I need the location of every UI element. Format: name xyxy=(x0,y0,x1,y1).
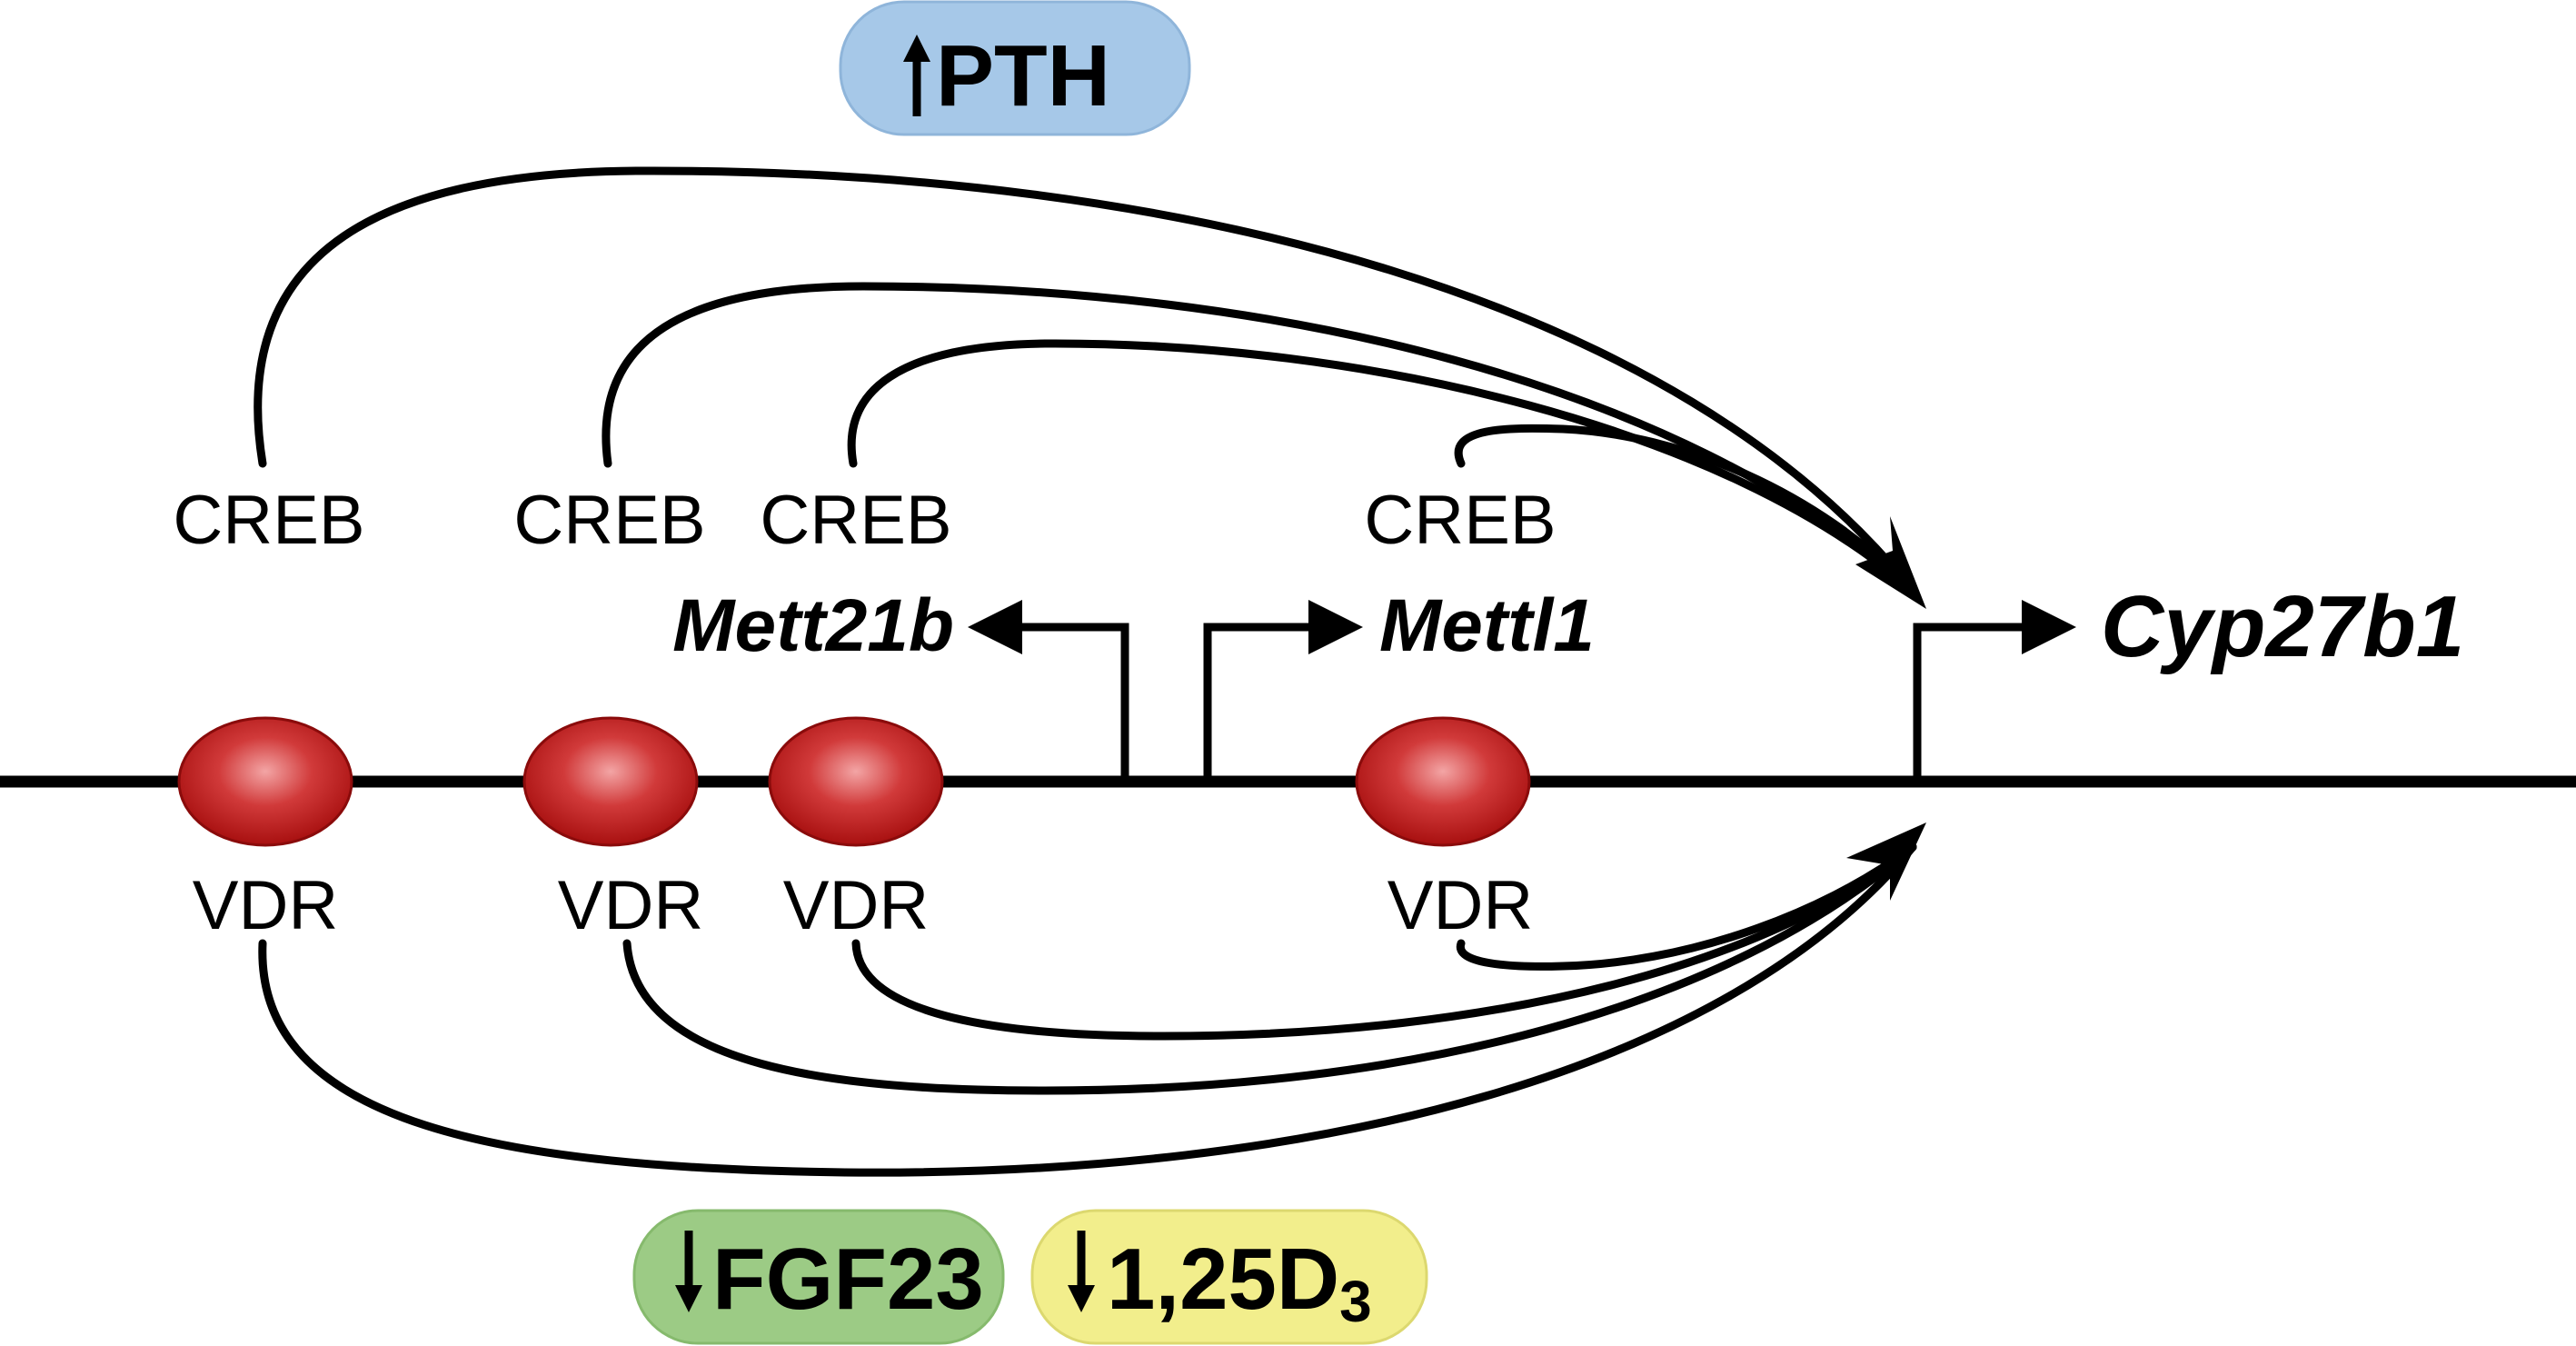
lower-arrowhead xyxy=(1846,823,1926,901)
creb-label: CREB xyxy=(173,482,364,559)
down-arrow-icon xyxy=(1068,1231,1095,1312)
pth-label: PTH xyxy=(936,27,1110,125)
calcitriol-pill xyxy=(1030,1209,1428,1345)
creb-arc-3 xyxy=(847,339,1917,595)
vdr-label: VDR xyxy=(193,867,338,944)
vdr-arcs xyxy=(258,842,1917,1177)
gene-label-mettl1: Mettl1 xyxy=(1379,584,1595,667)
vdr-arc-1 xyxy=(258,842,1917,1177)
down-arrow-icon xyxy=(675,1231,702,1312)
vdr-ellipse xyxy=(522,716,699,847)
creb-label: CREB xyxy=(1364,482,1556,559)
creb-label: CREB xyxy=(760,482,951,559)
gene-label-mett21b: Mett21b xyxy=(672,584,954,667)
fgf23-label: FGF23 xyxy=(712,1231,984,1328)
vdr-arc-3 xyxy=(851,842,1917,1041)
pth-pill xyxy=(839,0,1191,136)
fgf23-regulator: FGF23 xyxy=(632,1209,1005,1345)
mett21b-tss xyxy=(968,600,1129,782)
gene-label-cyp27b1: Cyp27b1 xyxy=(2101,578,2464,675)
vdr-ellipse xyxy=(177,716,353,847)
creb-arcs xyxy=(254,166,1917,595)
vdr-label: VDR xyxy=(783,867,929,944)
fgf23-pill xyxy=(632,1209,1005,1345)
vdr-arc-4 xyxy=(1456,842,1917,971)
vdr-label: VDR xyxy=(1387,867,1533,944)
creb-arc-4 xyxy=(1454,424,1917,595)
vdr-ellipse xyxy=(1355,716,1531,847)
calcitriol-regulator: 1,25D3 xyxy=(1030,1209,1428,1345)
creb-arc-1 xyxy=(254,166,1917,595)
vdr-sites xyxy=(177,716,1531,847)
calcitriol-label: 1,25D3 xyxy=(1107,1231,1372,1334)
creb-label: CREB xyxy=(513,482,705,559)
up-arrow-icon xyxy=(903,35,930,116)
upper-arrowhead xyxy=(1855,516,1926,609)
vdr-label: VDR xyxy=(558,867,703,944)
vdr-arc-2 xyxy=(622,842,1917,1095)
pth-regulator: PTH xyxy=(839,0,1191,136)
mettl1-tss xyxy=(1203,600,1363,782)
cyp27b1-tss xyxy=(1913,600,2076,782)
creb-arc-2 xyxy=(602,282,1917,595)
vdr-ellipse xyxy=(768,716,944,847)
